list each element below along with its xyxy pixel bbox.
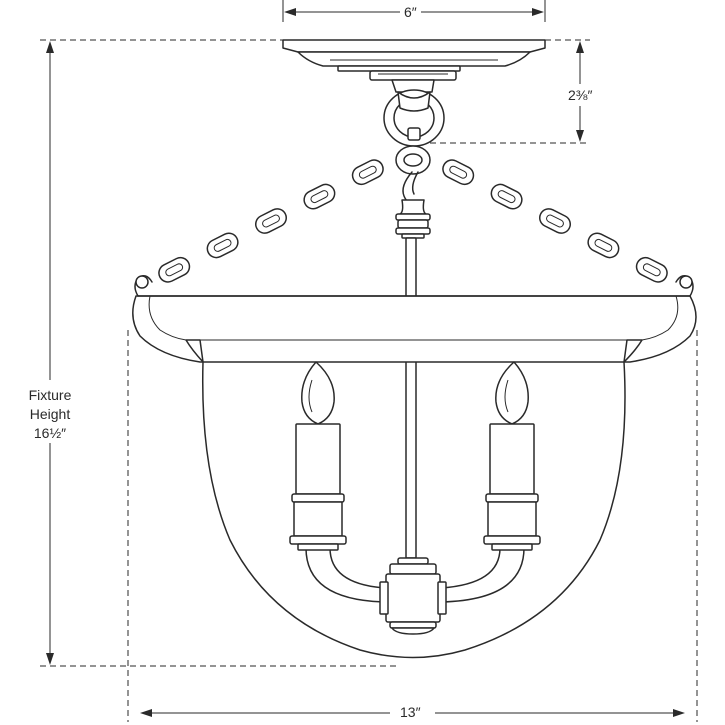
- canopy-drop-label: 2⅜″: [566, 87, 595, 104]
- right-candle: [483, 361, 541, 551]
- fixture-height-label: Fixture Height 16½″: [22, 386, 78, 443]
- chain-link: [303, 183, 336, 210]
- chain-junction: [395, 145, 431, 215]
- fixture-width-label: 13″: [396, 704, 425, 721]
- chain-link-hole: [449, 165, 468, 179]
- chain-link: [538, 208, 572, 234]
- chain-link-hole: [213, 238, 232, 252]
- chain-link: [351, 159, 384, 186]
- canopy-loop: [383, 79, 445, 147]
- fixture-height-dimension: [40, 39, 400, 667]
- chain-link-hole: [310, 190, 329, 204]
- chain-link: [635, 256, 668, 283]
- chain-left: [158, 159, 384, 283]
- chain-right: [442, 159, 668, 283]
- chain-link-hole: [642, 263, 661, 277]
- fixture-width-dimension: [127, 330, 698, 722]
- ceiling-canopy: [282, 39, 546, 81]
- chain-link: [587, 232, 620, 259]
- glass-bell: [201, 361, 626, 659]
- chain-link: [254, 208, 288, 234]
- chain-link-hole: [594, 238, 613, 252]
- candle-arms: [305, 547, 525, 635]
- chain-link: [442, 159, 475, 186]
- chain-link: [206, 232, 239, 259]
- fixture-height-label-line1: Fixture: [28, 387, 72, 403]
- chain-link-hole: [165, 263, 184, 277]
- chain-link-hole: [262, 214, 280, 228]
- chain-link: [490, 183, 523, 210]
- chain-link-hole: [497, 190, 516, 204]
- chain-link-hole: [546, 214, 564, 228]
- chain-link-hole: [358, 165, 377, 179]
- fixture-height-label-line2: Height: [29, 406, 71, 422]
- shade-rim: [132, 275, 697, 363]
- left-candle: [289, 361, 347, 551]
- canopy-width-label: 6″: [400, 4, 421, 21]
- chain-link: [158, 256, 191, 283]
- central-stem: [395, 213, 431, 559]
- fixture-height-label-value: 16½″: [33, 425, 67, 441]
